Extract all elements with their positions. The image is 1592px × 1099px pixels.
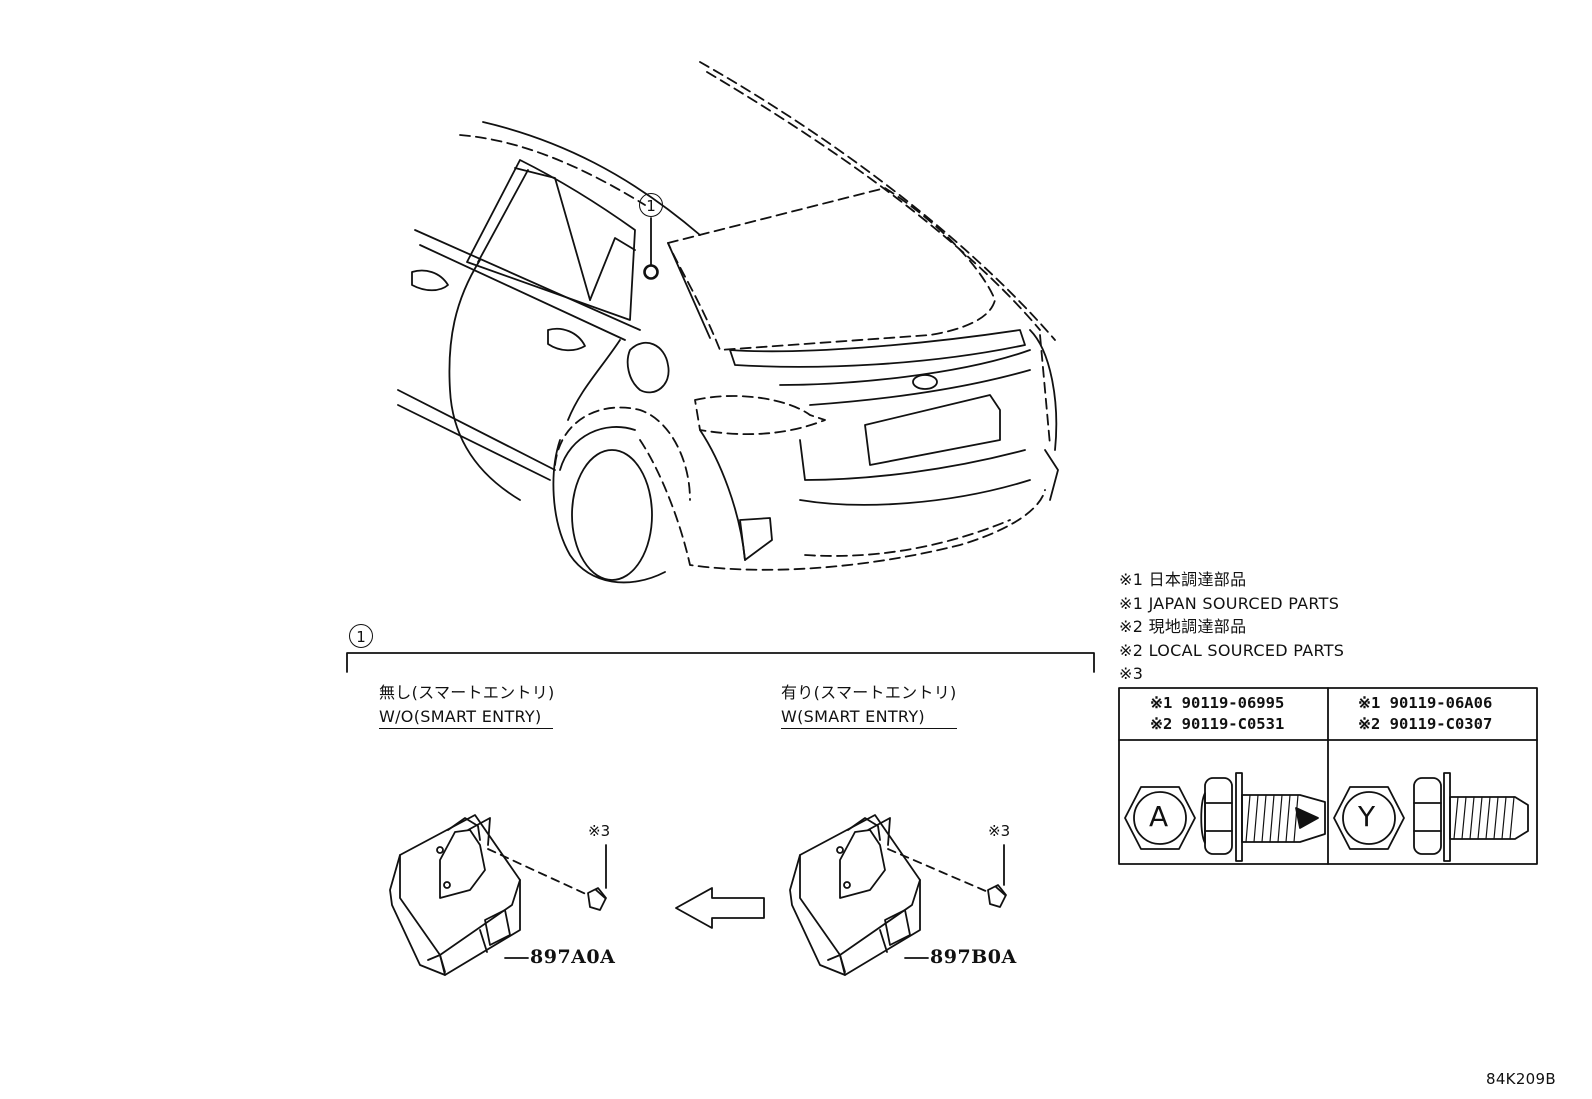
bolt-a-part-japan: ※1 90119-06995 bbox=[1150, 694, 1285, 712]
car-rear-view-illustration bbox=[397, 61, 1059, 584]
bolt-y-illustration bbox=[1333, 772, 1529, 862]
bolt-y-part-local: ※2 90119-C0307 bbox=[1358, 715, 1493, 733]
bolt-right-illustration bbox=[987, 844, 1007, 908]
bolt-note-right: ※3 bbox=[988, 822, 1011, 840]
legend-line-1: ※1 日本調達部品 bbox=[1119, 570, 1247, 589]
replacement-arrow bbox=[675, 887, 765, 929]
bolt-a-part-local: ※2 90119-C0531 bbox=[1150, 715, 1285, 733]
without-smart-entry-label-en: W/O(SMART ENTRY) bbox=[379, 709, 553, 729]
legend-line-3: ※2 現地調達部品 bbox=[1119, 617, 1247, 636]
module-897A0A-illustration bbox=[389, 814, 589, 976]
bolt-note-left: ※3 bbox=[588, 822, 611, 840]
section-bracket bbox=[346, 652, 1095, 673]
bolt-y-part-japan: ※1 90119-06A06 bbox=[1358, 694, 1493, 712]
with-smart-entry-label-jp: 有り(スマートエントリ) bbox=[781, 683, 957, 702]
legend-line-5: ※3 bbox=[1119, 664, 1144, 683]
bolt-left-illustration bbox=[587, 844, 607, 911]
diagram-code: 84K209B bbox=[1486, 1070, 1556, 1088]
with-smart-entry-label-en: W(SMART ENTRY) bbox=[781, 709, 957, 729]
legend-line-4: ※2 LOCAL SOURCED PARTS bbox=[1119, 641, 1345, 660]
part-number-897B0A: 897B0A bbox=[930, 946, 1017, 968]
bolt-a-illustration bbox=[1124, 772, 1326, 862]
bolt-table-grid bbox=[1118, 687, 1538, 865]
bolt-y-head-mark: Y bbox=[1358, 800, 1376, 833]
legend-line-2: ※1 JAPAN SOURCED PARTS bbox=[1119, 594, 1340, 613]
without-smart-entry-label-jp: 無し(スマートエントリ) bbox=[379, 683, 555, 702]
bolt-a-head-mark: A bbox=[1149, 800, 1169, 833]
module-897B0A-illustration bbox=[789, 814, 989, 976]
part-number-897A0A: 897A0A bbox=[530, 946, 616, 968]
callout-section: 1 bbox=[349, 624, 373, 648]
callout-car: 1 bbox=[639, 193, 663, 217]
